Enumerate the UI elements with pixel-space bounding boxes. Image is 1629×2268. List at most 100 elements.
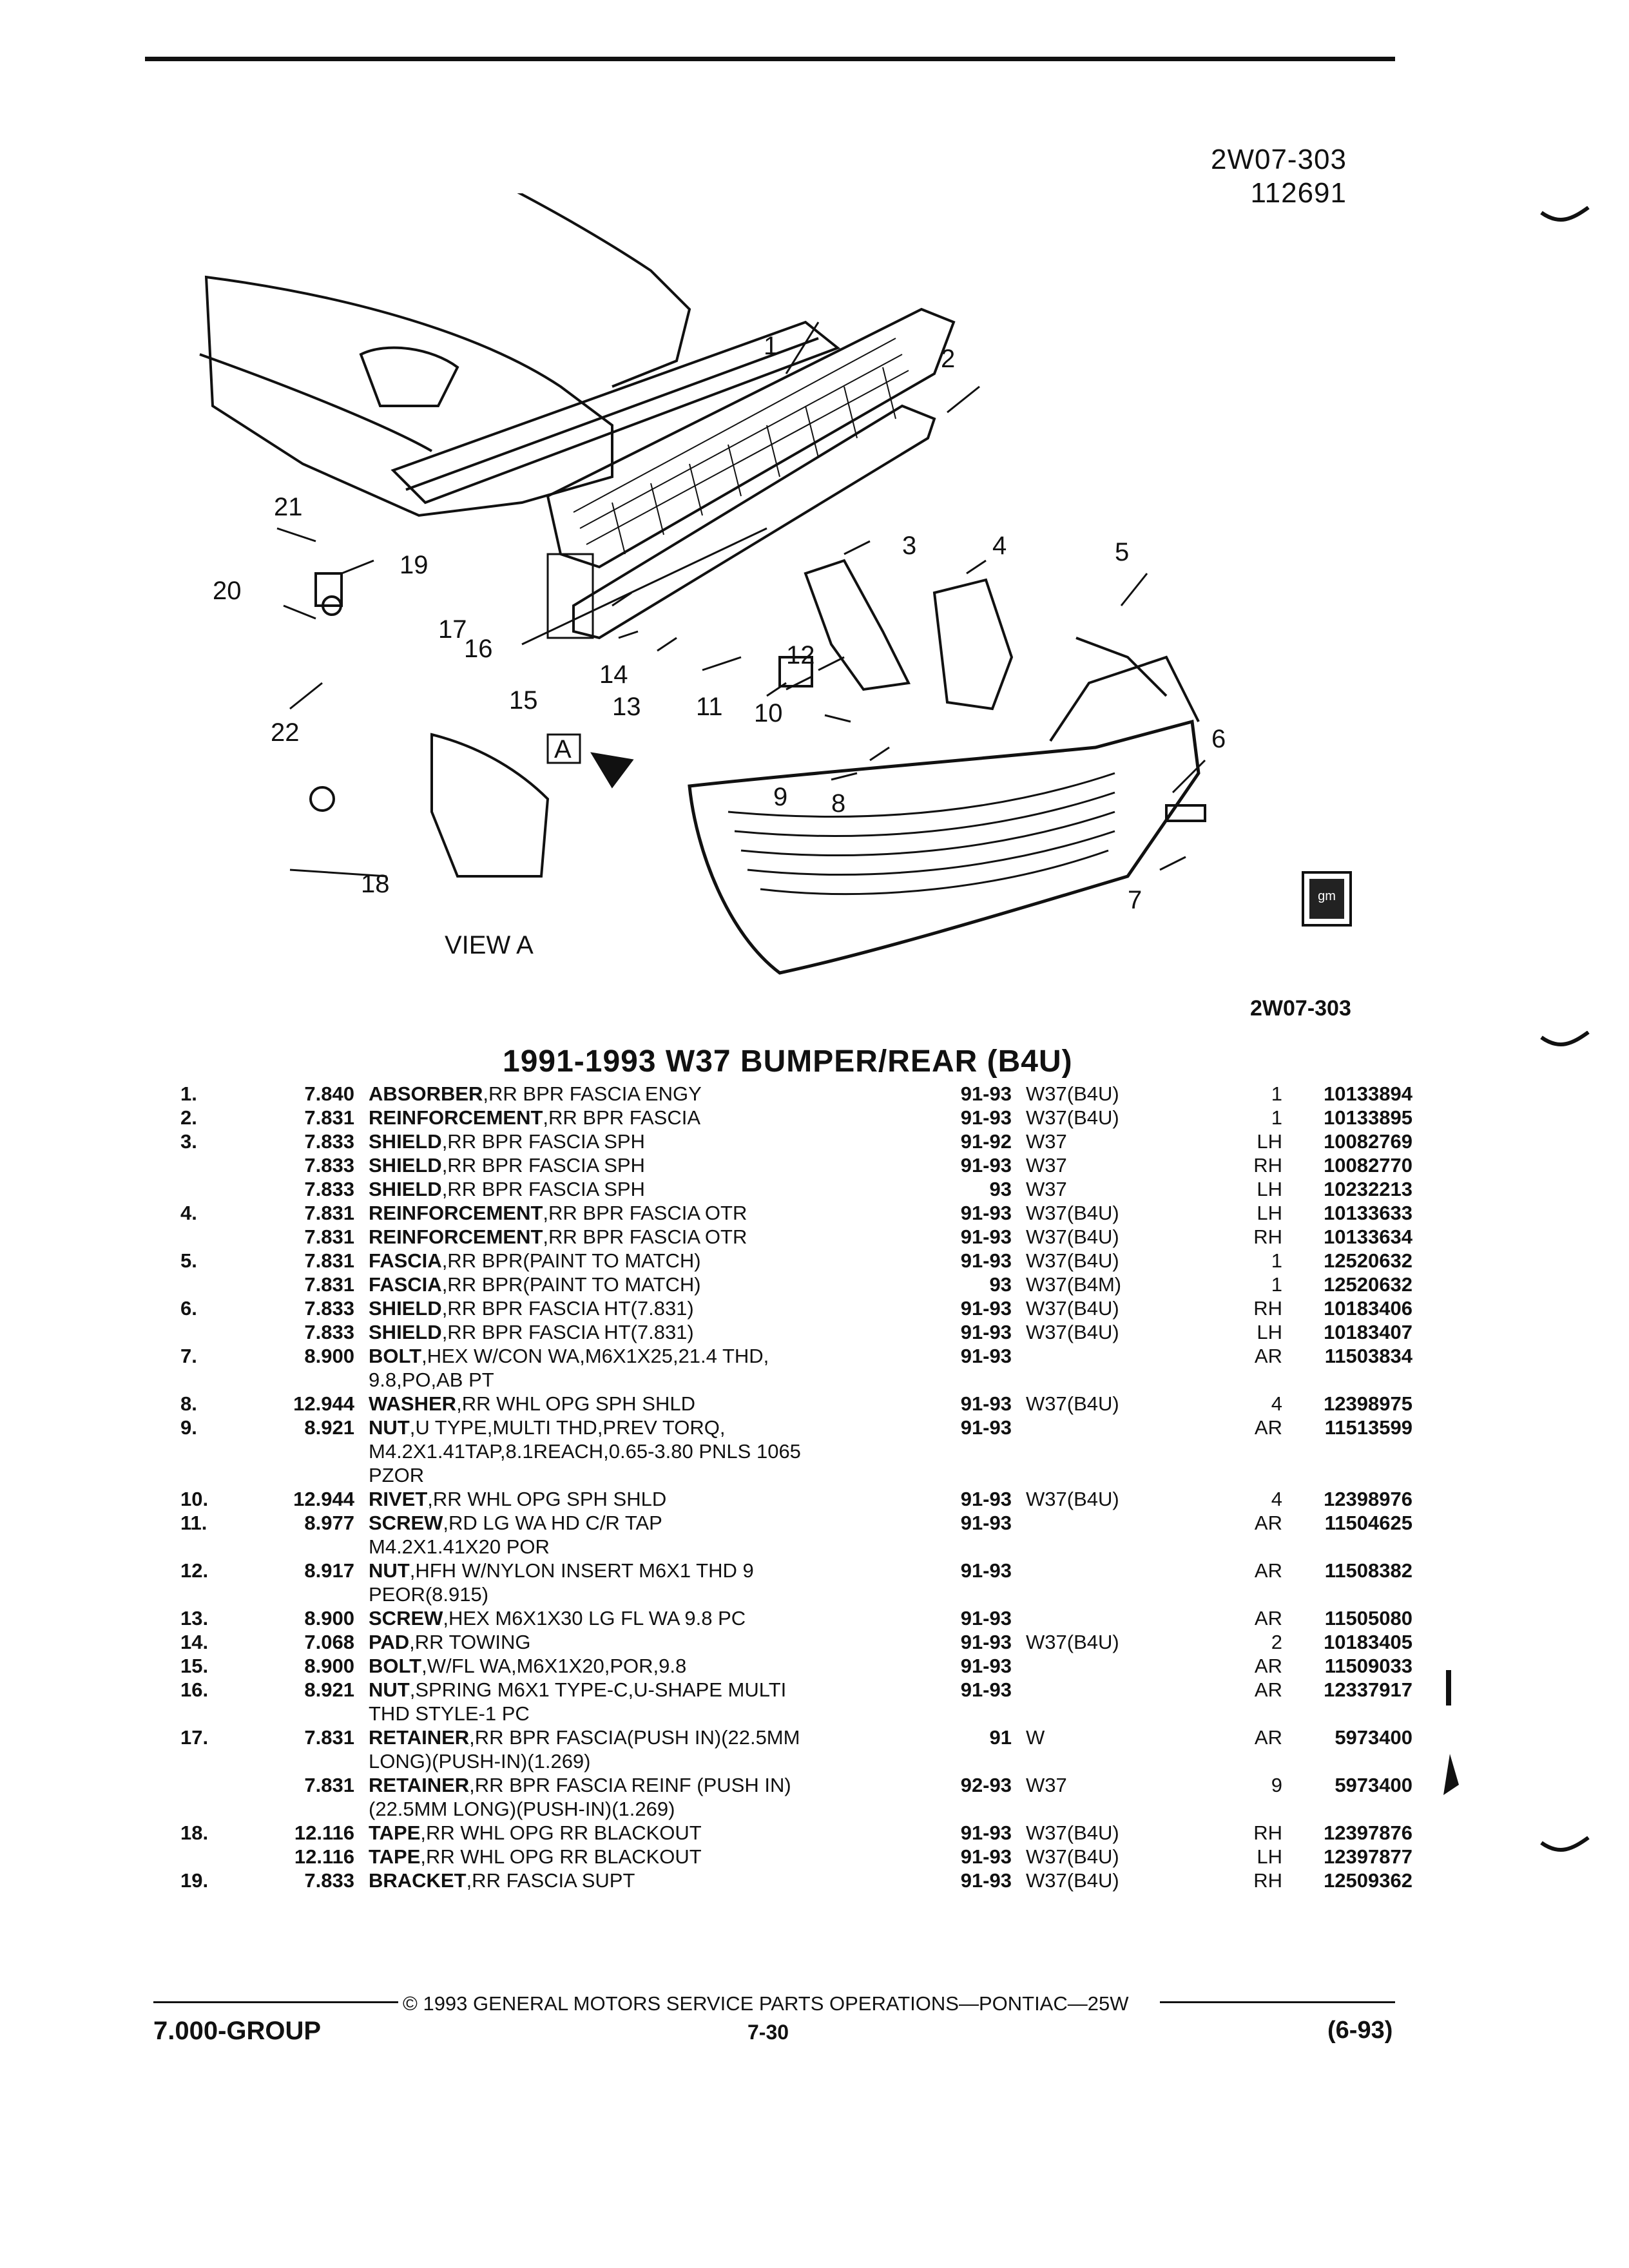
- part-years: 91-93: [960, 1249, 1012, 1272]
- part-desc-continued: PZOR: [369, 1464, 425, 1486]
- part-years: 91-93: [960, 1297, 1012, 1320]
- part-desc-text: ,RR TOWING: [409, 1631, 531, 1653]
- rear-rail-inner: [405, 337, 819, 491]
- part-number: 10183405: [1324, 1631, 1412, 1653]
- part-group: 7.833: [304, 1297, 354, 1320]
- part-desc-text: ,W/FL WA,M6X1X20,POR,9.8: [421, 1655, 687, 1677]
- part-name: SHIELD: [369, 1178, 442, 1200]
- callout-12: 12: [786, 641, 815, 669]
- part-group: 7.833: [304, 1178, 354, 1200]
- part-index: 7.: [180, 1345, 197, 1367]
- part-index: 10.: [180, 1488, 209, 1510]
- part-group: 7.831: [304, 1249, 354, 1272]
- footer-copyright: © 1993 GENERAL MOTORS SERVICE PARTS OPER…: [403, 1992, 1129, 2015]
- part-desc-text: ,RR BPR(PAINT TO MATCH): [441, 1273, 701, 1296]
- part-model: W37(B4U): [1026, 1225, 1119, 1248]
- callout-8: 8: [831, 789, 845, 818]
- part-years: 91-93: [960, 1631, 1012, 1653]
- part-qty: RH: [1253, 1869, 1282, 1892]
- part-qty: 1: [1271, 1249, 1282, 1272]
- part-desc-text: ,HEX M6X1X30 LG FL WA 9.8 PC: [443, 1607, 746, 1629]
- part-name: RETAINER: [369, 1726, 470, 1749]
- part-name: BRACKET: [369, 1869, 467, 1892]
- part-qty: RH: [1253, 1225, 1282, 1248]
- part-description: SCREW,RD LG WA HD C/R TAP: [369, 1512, 1077, 1535]
- part-desc-text: ,RR BPR FASCIA(PUSH IN)(22.5MM: [469, 1726, 800, 1749]
- part-index: 13.: [180, 1607, 209, 1629]
- part-years: 91: [989, 1726, 1012, 1749]
- callout-4: 4: [992, 532, 1007, 560]
- part-qty: 4: [1271, 1488, 1282, 1510]
- top-rule: [145, 57, 1395, 61]
- part-model: W37(B4U): [1026, 1869, 1119, 1892]
- part-years: 91-93: [960, 1869, 1012, 1892]
- part-description: RETAINER,RR BPR FASCIA REINF (PUSH IN): [369, 1774, 1077, 1797]
- part-name: FASCIA: [369, 1249, 442, 1272]
- part-description: ABSORBER,RR BPR FASCIA ENGY: [369, 1082, 1077, 1106]
- view-a-arrow: [590, 752, 634, 789]
- part-model: W37: [1026, 1154, 1067, 1177]
- part-description: SHIELD,RR BPR FASCIA HT(7.831): [369, 1321, 1077, 1344]
- part-group: 7.831: [304, 1273, 354, 1296]
- part-group: 8.921: [304, 1678, 354, 1701]
- part-model: W37(B4U): [1026, 1297, 1119, 1320]
- part-row-continued: (22.5MM LONG)(PUSH-IN)(1.269): [180, 1798, 1418, 1821]
- callout-5: 5: [1115, 538, 1129, 566]
- part-desc-continued: PEOR(8.915): [369, 1583, 489, 1606]
- footer-group: 7.000-GROUP: [153, 2017, 322, 2045]
- part-desc-text: ,RR WHL OPG RR BLACKOUT: [420, 1845, 702, 1868]
- part-index: 4.: [180, 1202, 197, 1224]
- part-years: 91-93: [960, 1512, 1012, 1534]
- part-name: SHIELD: [369, 1321, 442, 1343]
- part-model: W37: [1026, 1774, 1067, 1796]
- part-index: 2.: [180, 1106, 197, 1129]
- part-number: 11513599: [1324, 1416, 1412, 1439]
- footer-page: 7-30: [747, 2021, 789, 2044]
- part-number: 5973400: [1335, 1726, 1412, 1749]
- part-years: 91-93: [960, 1559, 1012, 1582]
- part-description: SHIELD,RR BPR FASCIA SPH: [369, 1178, 1077, 1201]
- part-group: 7.068: [304, 1631, 354, 1653]
- part-description: TAPE,RR WHL OPG RR BLACKOUT: [369, 1821, 1077, 1845]
- part-group: 7.833: [304, 1154, 354, 1177]
- part-number: 10183407: [1324, 1321, 1412, 1343]
- part-years: 91-93: [960, 1488, 1012, 1510]
- part-name: SHIELD: [369, 1154, 442, 1177]
- part-index: 3.: [180, 1130, 197, 1153]
- part-desc-text: ,RR BPR FASCIA SPH: [441, 1154, 645, 1177]
- grommet: [322, 595, 342, 616]
- part-qty: LH: [1257, 1845, 1282, 1868]
- rear-rail: [390, 320, 840, 505]
- part-number: 10082770: [1324, 1154, 1412, 1177]
- trunk-lid: [418, 140, 691, 388]
- view-a-corner: [430, 733, 550, 878]
- part-description: SHIELD,RR BPR FASCIA SPH: [369, 1154, 1077, 1177]
- part-index: 12.: [180, 1559, 209, 1582]
- part-number: 10183406: [1324, 1297, 1412, 1320]
- part-name: PAD: [369, 1631, 410, 1653]
- diagram-svg: 1 2 3 4 5 6 7 8 9 10 11 12 13 14 15 16 1…: [199, 140, 1226, 975]
- part-name: WASHER: [369, 1392, 457, 1415]
- part-model: W37(B4U): [1026, 1321, 1119, 1343]
- part-qty: 2: [1271, 1631, 1282, 1653]
- part-description: REINFORCEMENT,RR BPR FASCIA OTR: [369, 1202, 1077, 1225]
- part-description: RIVET,RR WHL OPG SPH SHLD: [369, 1488, 1077, 1511]
- part-row-continued: M4.2X1.41X20 POR: [180, 1535, 1418, 1559]
- absorber-block: [546, 553, 594, 639]
- part-years: 91-93: [960, 1845, 1012, 1868]
- part-description: FASCIA,RR BPR(PAINT TO MATCH): [369, 1273, 1077, 1296]
- edge-mark: [1446, 1670, 1451, 1706]
- part-name: NUT: [369, 1416, 410, 1439]
- part-row-continued: PZOR: [180, 1464, 1418, 1488]
